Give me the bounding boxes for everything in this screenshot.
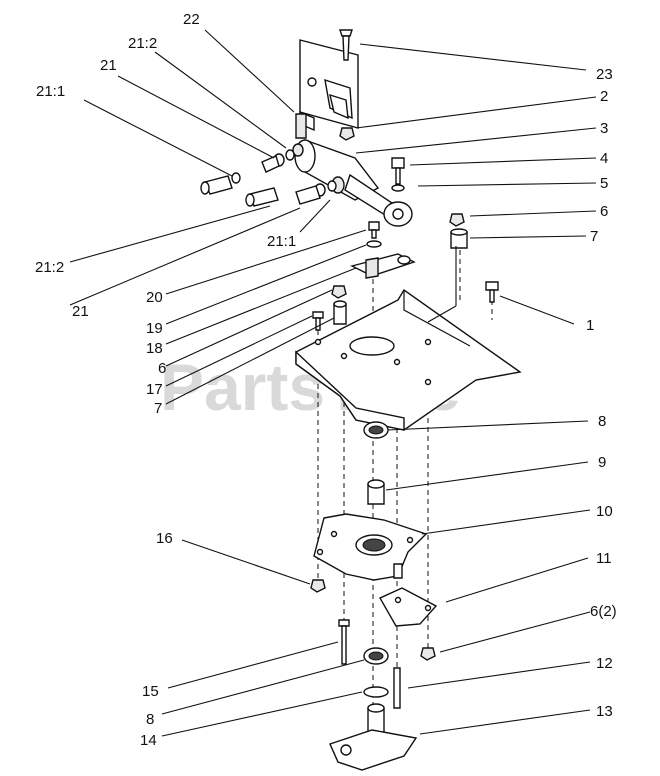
- callout-1: 1: [586, 317, 594, 334]
- bolt-4: [391, 157, 405, 185]
- callout-4: 4: [600, 150, 608, 167]
- callout-13: 13: [596, 703, 613, 720]
- callout-19: 19: [146, 320, 163, 337]
- frame-plate: [295, 288, 522, 431]
- callout-21-left: 21: [72, 303, 89, 320]
- nut-16: [310, 579, 326, 593]
- bolt-17: [312, 311, 324, 331]
- washer-5: [391, 184, 405, 192]
- callout-15: 15: [142, 683, 159, 700]
- bolt-20: [368, 221, 380, 239]
- spacer-7-right: [450, 228, 468, 249]
- nut-6-left: [331, 285, 347, 299]
- fittings-upper: [200, 149, 295, 195]
- callout-7-right: 7: [590, 228, 598, 245]
- callout-21-top: 21: [100, 57, 117, 74]
- spacer-7-left: [333, 300, 347, 325]
- nut-6-2: [420, 647, 436, 661]
- nut-2: [339, 127, 355, 141]
- bearing-8-lower: [363, 647, 389, 665]
- spacer-9: [367, 479, 385, 505]
- bolt-15: [338, 619, 350, 665]
- callout-6-left: 6: [158, 360, 166, 377]
- callout-21-1-top: 21:1: [36, 83, 65, 100]
- bracket-10: [313, 513, 428, 581]
- washer-14: [363, 686, 389, 698]
- callout-2: 2: [600, 88, 608, 105]
- callout-12: 12: [596, 655, 613, 672]
- callout-3: 3: [600, 120, 608, 137]
- callout-7-left: 7: [154, 400, 162, 417]
- callout-21-2-top: 21:2: [128, 35, 157, 52]
- callout-6-2: 6(2): [590, 603, 617, 620]
- callout-22: 22: [183, 11, 200, 28]
- hydraulic-cylinder: [292, 139, 413, 227]
- callout-21-1-mid: 21:1: [267, 233, 296, 250]
- callout-14: 14: [140, 732, 157, 749]
- fittings-lower: [245, 180, 337, 207]
- steering-arm-18: [350, 253, 416, 279]
- callout-18: 18: [146, 340, 163, 357]
- bolt-23: [339, 29, 353, 61]
- callout-9: 9: [598, 454, 606, 471]
- callout-11: 11: [596, 550, 612, 567]
- spindle-13: [329, 703, 418, 771]
- callout-16: 16: [156, 530, 173, 547]
- washer-19: [366, 240, 382, 248]
- leader-lines: [69, 29, 597, 737]
- mounting-bracket: [295, 39, 359, 139]
- callout-17: 17: [146, 381, 163, 398]
- callout-23: 23: [596, 66, 613, 83]
- callout-20: 20: [146, 289, 163, 306]
- plate-11: [379, 587, 438, 627]
- callout-8-right: 8: [598, 413, 606, 430]
- bolt-12: [393, 667, 401, 709]
- callout-8-left: 8: [146, 711, 154, 728]
- callout-labels: 22 21:2 21 21:1 23 2 3 4 5 6 7 21:1 21:2…: [35, 11, 617, 749]
- callout-21-2-left: 21:2: [35, 259, 64, 276]
- bearing-8-upper: [363, 421, 389, 439]
- nut-6-right: [449, 213, 465, 227]
- callout-5: 5: [600, 175, 608, 192]
- bolt-1: [485, 281, 499, 303]
- callout-6-right: 6: [600, 203, 608, 220]
- callout-10: 10: [596, 503, 613, 520]
